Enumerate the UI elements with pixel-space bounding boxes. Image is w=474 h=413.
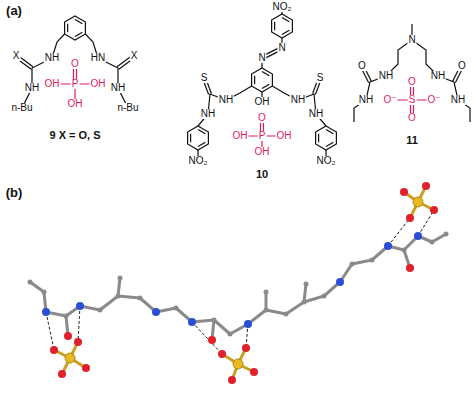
- atom-label: NH: [24, 83, 40, 93]
- anion-atom-label: O: [70, 59, 80, 69]
- panel-label: (b): [5, 186, 24, 199]
- anion-atom-label: OH: [276, 131, 293, 141]
- anion-atom-label: O: [407, 77, 417, 87]
- atom-label: OH: [254, 97, 271, 107]
- atom-label: N: [407, 35, 416, 45]
- receptor-10: [188, 7, 337, 161]
- atom-label: NH: [110, 83, 126, 93]
- atom-label: X: [130, 51, 139, 61]
- anion-atom-label: S: [408, 95, 417, 105]
- atom-label: NO₂: [188, 156, 209, 166]
- atom-label: N: [277, 43, 286, 53]
- atom-label: S: [316, 73, 325, 83]
- atom-label: NH: [44, 53, 60, 63]
- receptor-11: [354, 24, 470, 122]
- anion-atom-label: P: [71, 79, 80, 89]
- anion-atom-label: O: [407, 113, 417, 123]
- anion-atom-label: OH: [90, 79, 107, 89]
- compound-number: 10: [255, 169, 269, 180]
- atom-label: NH: [378, 71, 394, 81]
- crystal-structure: [28, 182, 449, 384]
- anion-atom-label: OH: [44, 79, 61, 89]
- atom-label: NO₂: [272, 2, 293, 12]
- atom-label: NH: [430, 71, 446, 81]
- atom-label: NH: [450, 95, 466, 105]
- atom-label: X: [12, 51, 21, 61]
- atom-label: O: [457, 61, 467, 71]
- anion-atom-label: OH: [254, 147, 271, 157]
- compound-number: 9 X = O, S: [48, 130, 101, 141]
- anion-atom-label: OH: [67, 99, 84, 109]
- atom-label: NO₂: [316, 156, 337, 166]
- atom-label: NH: [290, 95, 306, 105]
- atom-label: n-Bu: [10, 103, 33, 113]
- anion-atom-label: P: [258, 131, 267, 141]
- atom-label: NH: [308, 109, 324, 119]
- atom-label: S: [200, 73, 209, 83]
- panel-label: (a): [5, 4, 23, 17]
- anion-atom-label: OH: [232, 131, 249, 141]
- anion-atom-label: O⁻: [426, 95, 441, 105]
- anion-atom-label: O⁻: [382, 95, 397, 105]
- atom-label: NH: [200, 109, 216, 119]
- atom-label: NH: [218, 95, 234, 105]
- compound-number: 11: [405, 135, 419, 146]
- atom-label: N: [257, 53, 266, 63]
- atom-label: n-Bu: [116, 103, 139, 113]
- anion-atom-label: O: [257, 113, 267, 123]
- receptor-9: [15, 16, 135, 108]
- atom-label: NH: [358, 95, 374, 105]
- atom-label: O: [357, 61, 367, 71]
- atom-label: HN: [90, 53, 106, 63]
